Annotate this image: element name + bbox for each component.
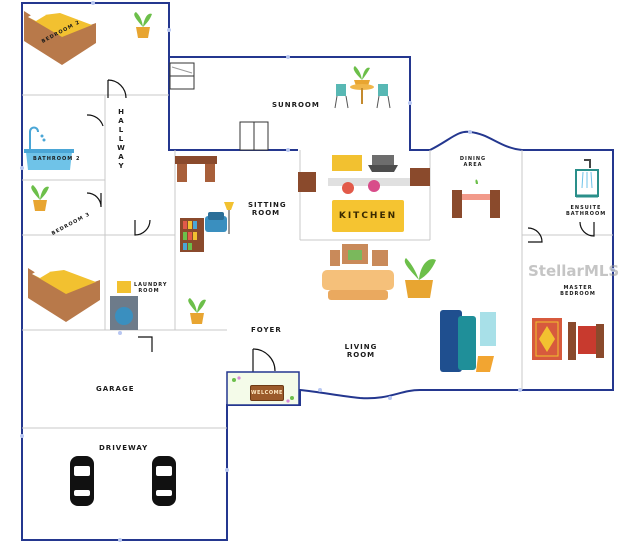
- bathtub-icon: [24, 126, 74, 170]
- room-label-sunroom: SUNROOM: [272, 101, 320, 109]
- room-label-dining-area: DINING AREA: [459, 156, 487, 168]
- stove-icon: [298, 155, 430, 194]
- welcome-mat: WELCOME: [250, 385, 284, 401]
- patio-table-icon: [334, 84, 391, 109]
- walls: [21, 2, 614, 541]
- door-swing-icon: [86, 79, 595, 372]
- sofa-icon: [322, 244, 394, 300]
- rug-icon: [532, 318, 604, 360]
- room-label-sitting-room: SITTING ROOM: [248, 201, 287, 218]
- watermark: StellarMLS: [528, 262, 620, 280]
- room-label-bathroom-2: BATHROOM 2: [33, 156, 81, 162]
- inner-walls: [22, 94, 613, 429]
- bed-icon: [28, 268, 100, 322]
- bed-icon: [24, 11, 96, 65]
- teal-sofa-icon: [440, 310, 496, 372]
- room-label-living-room: LIVING ROOM: [344, 343, 378, 360]
- dining-table-icon: [452, 179, 500, 218]
- plant-icon: [31, 12, 436, 324]
- wall-dots: [20, 1, 615, 542]
- room-label-kitchen: KITCHEN: [332, 200, 404, 232]
- room-label-garage: GARAGE: [96, 385, 135, 393]
- car-icon: [70, 456, 176, 506]
- bookshelf-icon: [180, 218, 204, 252]
- room-label-laundry-room: LAUNDRY ROOM: [134, 282, 168, 294]
- desk-icon: [175, 156, 217, 182]
- washer-icon: [110, 281, 138, 330]
- room-label-hallway: HALLWAY: [114, 108, 125, 176]
- room-label-driveway: DRIVEWAY: [99, 444, 149, 452]
- cabinet-icon: [169, 62, 269, 151]
- room-label-master-bedroom: MASTER BEDROOM: [560, 285, 596, 297]
- shower-icon: [575, 159, 599, 198]
- room-label-ensuite-bathroom: ENSUITE BATHROOM: [566, 205, 607, 217]
- armchair-icon: [205, 212, 227, 232]
- hallway-text: HALLWAY: [117, 108, 125, 171]
- room-label-foyer: FOYER: [251, 326, 282, 334]
- lamp-icon: [224, 202, 234, 234]
